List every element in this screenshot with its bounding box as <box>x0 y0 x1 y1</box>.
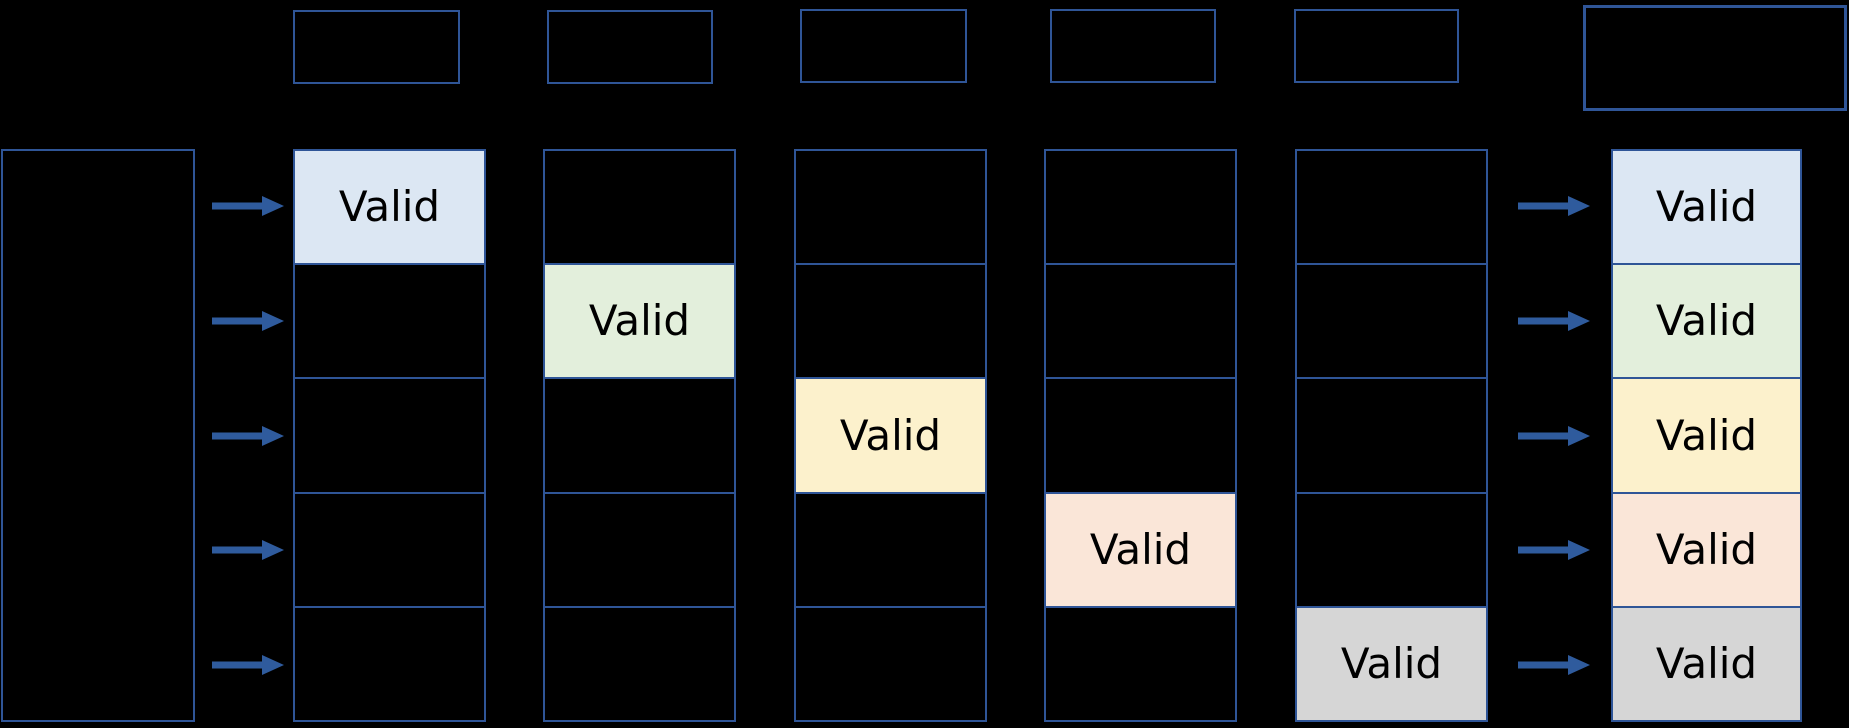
cell <box>295 608 484 720</box>
cell <box>796 265 985 380</box>
valid-cell: Valid <box>1613 151 1800 266</box>
stage-column-1: Valid <box>293 149 486 722</box>
cell <box>796 608 985 720</box>
left-arrow-icon-5 <box>212 654 284 675</box>
stage-column-2: Valid <box>543 149 736 722</box>
header-box-5 <box>1294 9 1459 83</box>
cell <box>796 151 985 266</box>
source-box <box>1 149 195 722</box>
cell <box>545 379 734 494</box>
valid-cell: Valid <box>1613 379 1800 494</box>
left-arrow-icon-2 <box>212 310 284 331</box>
left-arrow-icon-4 <box>212 540 284 561</box>
valid-cell: Valid <box>1613 265 1800 380</box>
stage-column-5: Valid <box>1295 149 1488 722</box>
cell <box>1046 151 1235 266</box>
valid-cell: Valid <box>1297 607 1486 721</box>
right-arrow-icon-4 <box>1518 540 1590 561</box>
cell <box>1046 379 1235 494</box>
valid-cell: Valid <box>1613 607 1800 721</box>
header-box-1 <box>293 10 460 84</box>
cell <box>295 379 484 494</box>
right-arrow-icon-5 <box>1518 654 1590 675</box>
left-arrow-icon-3 <box>212 425 284 446</box>
cell <box>1297 265 1486 380</box>
header-box-6 <box>1583 5 1847 111</box>
header-box-2 <box>547 10 713 84</box>
cell <box>1046 265 1235 380</box>
valid-cell: Valid <box>796 379 985 494</box>
stage-column-3: Valid <box>794 149 987 722</box>
header-box-4 <box>1050 9 1216 83</box>
left-arrow-icon-1 <box>212 196 284 217</box>
cell <box>1046 608 1235 720</box>
cell <box>1297 379 1486 494</box>
cell <box>796 494 985 608</box>
valid-cell: Valid <box>1046 493 1235 608</box>
cell <box>545 151 734 266</box>
cell <box>295 494 484 608</box>
cell <box>545 608 734 720</box>
valid-cell: Valid <box>1613 493 1800 608</box>
right-arrow-icon-3 <box>1518 425 1590 446</box>
cell <box>545 494 734 608</box>
valid-cell: Valid <box>295 151 484 266</box>
stage-column-4: Valid <box>1044 149 1237 722</box>
right-arrow-icon-2 <box>1518 310 1590 331</box>
cell <box>1297 151 1486 266</box>
header-box-3 <box>800 9 967 83</box>
cell <box>295 265 484 380</box>
valid-cell: Valid <box>545 265 734 380</box>
right-arrow-icon-1 <box>1518 196 1590 217</box>
cell <box>1297 494 1486 608</box>
